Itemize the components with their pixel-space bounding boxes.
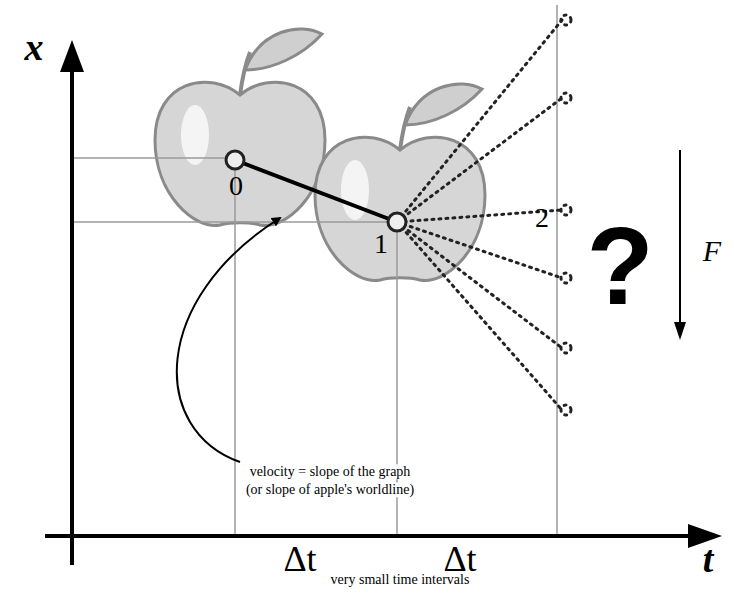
force-arrow	[679, 150, 681, 325]
note-text: (or slope of apple's worldline)	[243, 482, 417, 497]
axis-label: x	[25, 27, 44, 69]
interval-label: Δt	[283, 540, 316, 580]
event-number: 2	[535, 203, 549, 234]
event-number: 1	[374, 229, 388, 260]
question-mark: ?	[586, 205, 653, 326]
possible-paths	[397, 15, 571, 415]
force-label: F	[703, 234, 721, 267]
force-arrowhead	[674, 322, 686, 340]
note-text: velocity = slope of the graph	[247, 464, 414, 479]
apple-picture	[315, 84, 485, 281]
axes	[45, 70, 690, 565]
event-point	[388, 213, 406, 231]
apple-picture	[155, 29, 325, 226]
worldline-segment	[235, 160, 397, 222]
axis-label: t	[703, 539, 714, 581]
note-text: very small time intervals	[328, 572, 473, 587]
axis-arrowhead	[60, 40, 84, 72]
guide-lines	[72, 5, 557, 536]
event-number: 0	[229, 171, 243, 202]
event-point	[226, 151, 244, 169]
pointer-arrow	[177, 218, 280, 462]
